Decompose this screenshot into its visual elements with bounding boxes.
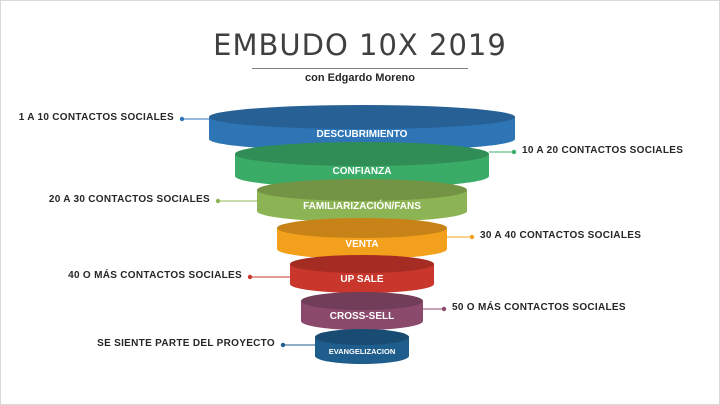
funnel-level-label: DESCUBRIMIENTO	[317, 129, 408, 140]
connector-dot	[179, 116, 185, 122]
connector-dot	[215, 198, 221, 204]
funnel-level-label: VENTA	[345, 239, 378, 250]
funnel-side-text: 20 A 30 CONTACTOS SOCIALES	[48, 194, 210, 205]
funnel-side-text: 30 A 40 CONTACTOS SOCIALES	[480, 230, 642, 241]
funnel-side-text: 50 O MÁS CONTACTOS SOCIALES	[452, 302, 626, 313]
funnel-level-1: DESCUBRIMIENTO	[179, 105, 515, 151]
funnel-level-top	[257, 179, 467, 201]
page-title: EMBUDO 10X 2019	[213, 28, 507, 62]
funnel-level-7: EVANGELIZACION	[280, 329, 409, 364]
funnel-level-top	[209, 105, 515, 129]
funnel-level-label: UP SALE	[340, 274, 383, 285]
funnel-level-top	[301, 292, 423, 310]
funnel-level-top	[315, 329, 409, 345]
connector-dot	[441, 306, 447, 312]
funnel-level-top	[277, 218, 447, 238]
title-divider	[252, 68, 468, 69]
funnel-level-label: EVANGELIZACION	[329, 347, 396, 356]
funnel-level-label: FAMILIARIZACIÓN/FANS	[303, 199, 421, 212]
connector-dot	[280, 342, 286, 348]
funnel-level-top	[290, 255, 434, 273]
funnel-side-text: 40 O MÁS CONTACTOS SOCIALES	[68, 270, 242, 281]
funnel-level-5: UP SALE	[247, 255, 434, 293]
connector-dot	[511, 149, 517, 155]
funnel-level-2: CONFIANZA	[235, 142, 517, 188]
funnel-level-3: FAMILIARIZACIÓN/FANS	[215, 179, 467, 222]
funnel-level-top	[235, 142, 489, 166]
funnel-side-text: 1 A 10 CONTACTOS SOCIALES	[18, 112, 174, 123]
funnel-side-text: SE SIENTE PARTE DEL PROYECTO	[97, 338, 275, 349]
page-subtitle: con Edgardo Moreno	[305, 72, 415, 84]
funnel-side-text: 10 A 20 CONTACTOS SOCIALES	[522, 145, 684, 156]
connector-dot	[247, 274, 253, 280]
funnel-level-6: CROSS-SELL	[301, 292, 447, 330]
funnel-level-4: VENTA	[277, 218, 475, 259]
funnel-level-label: CROSS-SELL	[330, 311, 394, 322]
funnel-level-label: CONFIANZA	[333, 166, 392, 177]
connector-dot	[469, 234, 475, 240]
